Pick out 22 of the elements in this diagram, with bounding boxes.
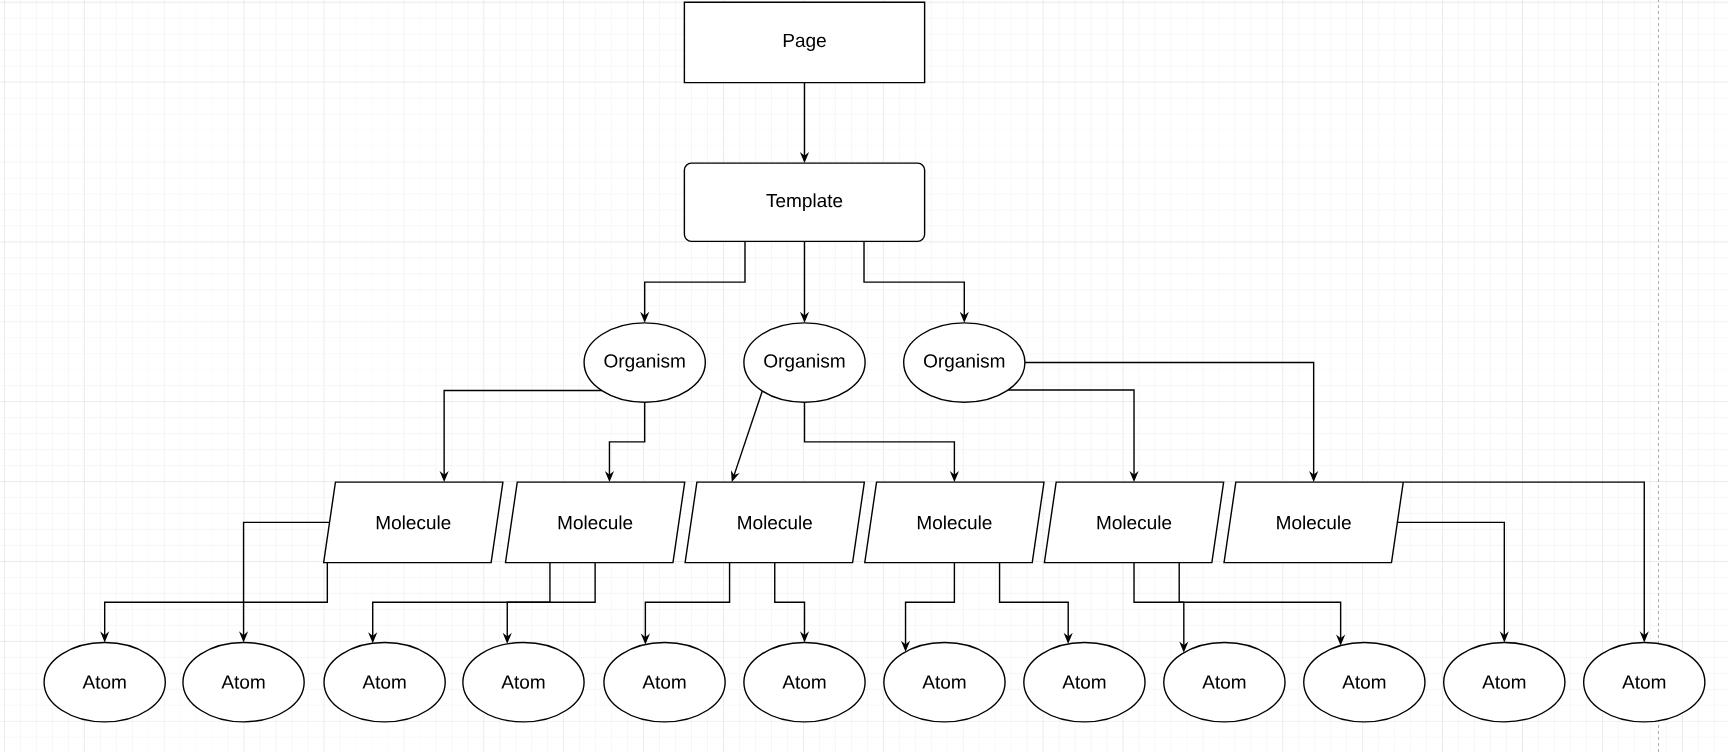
ellipse-node: Atom [1443,641,1566,723]
ellipse-node: Organism [583,322,706,403]
parallelogram-node: Molecule [684,481,866,564]
ellipse-node: Organism [903,322,1026,403]
parallelogram-node: Molecule [504,481,686,564]
ellipse-node: Atom [1023,641,1146,723]
ellipse-node: Atom [603,641,726,723]
ellipse-node: Organism [743,322,866,403]
ellipse-node: Atom [743,641,866,723]
ellipse-node: Atom [883,641,1006,723]
parallelogram-node: Molecule [322,481,504,564]
ellipse-node: Atom [1303,641,1426,723]
ellipse-node: Atom [1582,641,1706,723]
ellipse-node: Atom [182,641,305,723]
ellipse-node: Atom [462,641,585,723]
ellipse-node: Atom [1163,641,1286,723]
rectangle-box: Page [683,1,926,84]
rounded-box: Template [683,162,926,243]
parallelogram-node: Molecule [1223,481,1405,564]
parallelogram-node: Molecule [1043,481,1225,564]
ellipse-node: Atom [43,641,166,723]
ellipse-node: Atom [323,641,446,723]
